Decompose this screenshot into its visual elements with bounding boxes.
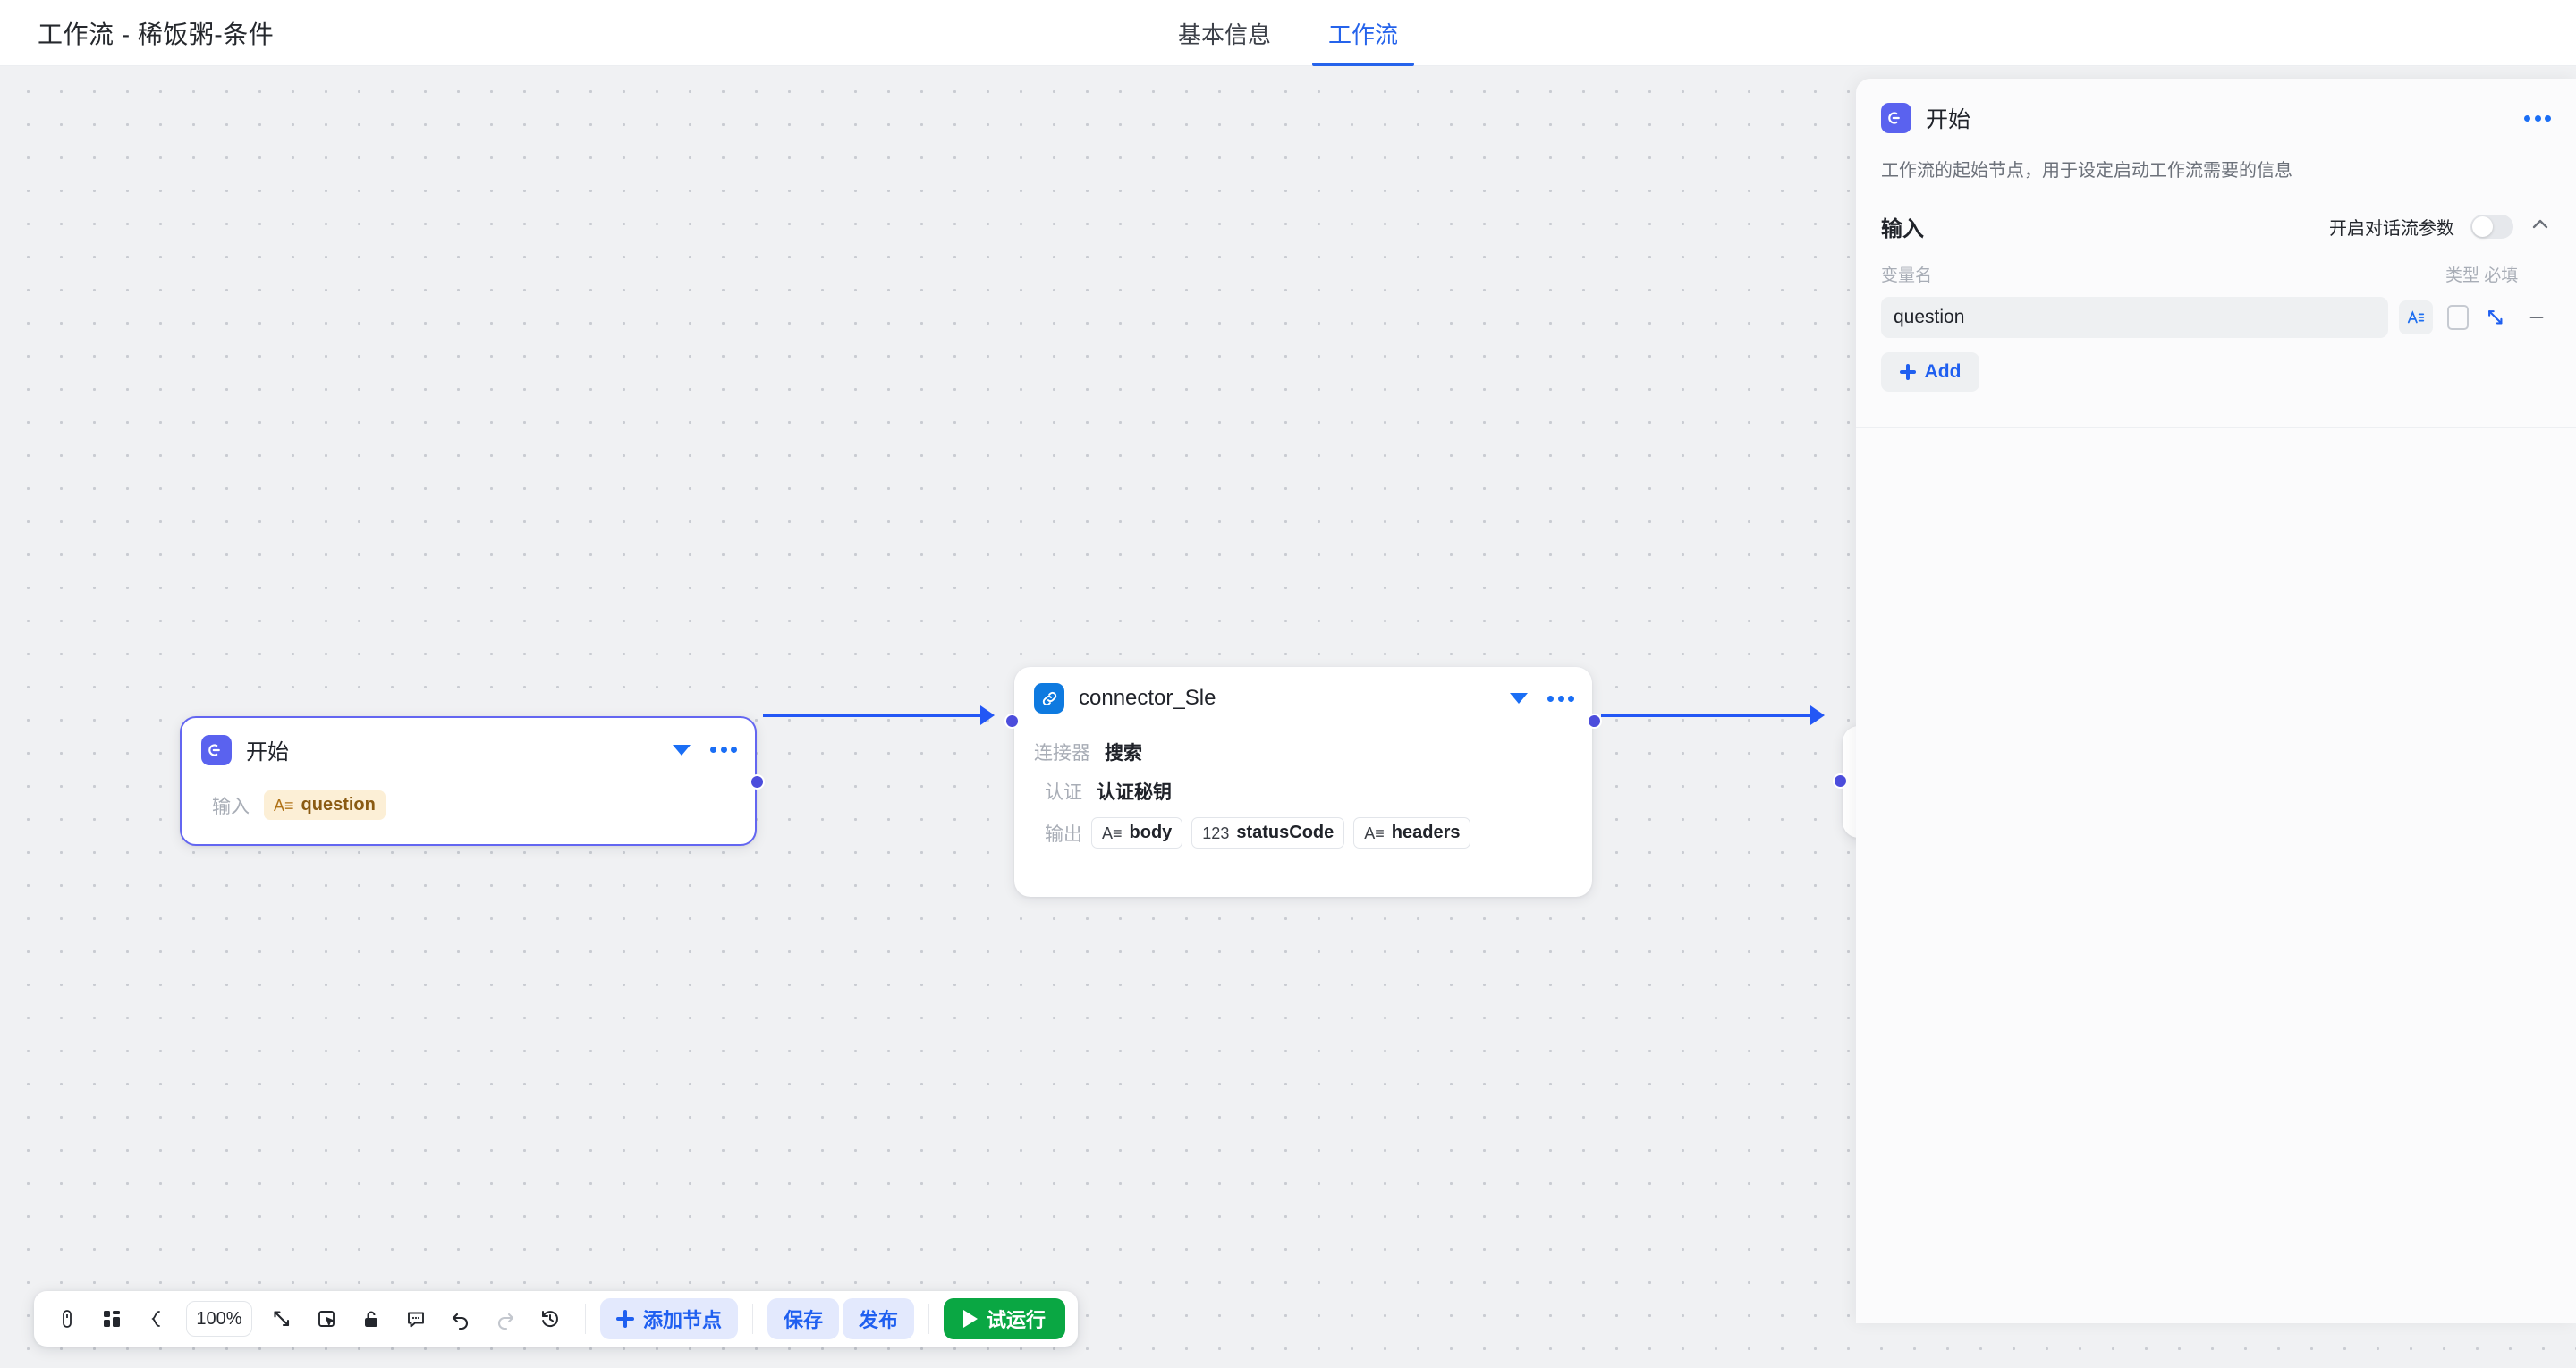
node-start-input-label: 输入: [212, 796, 250, 817]
node-start-title: 开始: [246, 740, 289, 764]
edge-connector-to-next[interactable]: [1601, 714, 1816, 717]
node-connector-input-port[interactable]: [1004, 714, 1020, 729]
output-tag-label: headers: [1391, 823, 1461, 842]
panel-divider: [1856, 427, 2576, 428]
node-connector-actions: [1510, 693, 1574, 704]
edge-arrow-2: [1810, 705, 1825, 725]
redo-icon[interactable]: [485, 1298, 526, 1339]
ellipsis-icon[interactable]: [2524, 114, 2551, 122]
add-variable-label: Add: [1924, 361, 1962, 382]
canvas-toolbar: 100%: [34, 1291, 1079, 1347]
ellipsis-icon[interactable]: [1547, 695, 1574, 702]
node-connector-title: connector_Sle: [1079, 686, 1216, 710]
test-run-label: 试运行: [987, 1309, 1046, 1331]
panel-description: 工作流的起始节点，用于设定启动工作流需要的信息: [1881, 161, 2292, 181]
chevron-down-icon[interactable]: [673, 744, 691, 756]
header-tabs: 基本信息 工作流: [1174, 0, 1415, 66]
number-type-icon: 123: [1202, 823, 1230, 842]
node-connector-row-connector: 连接器 搜索: [1034, 739, 1572, 765]
publish-button[interactable]: 发布: [843, 1298, 915, 1339]
node-detail-panel: 开始 工作流的起始节点，用于设定启动工作流需要的信息 输入 开启对话流参数: [1856, 79, 2576, 1323]
output-tag-label: statusCode: [1236, 823, 1335, 842]
required-checkbox[interactable]: [2447, 305, 2469, 330]
frame-select-icon[interactable]: [306, 1298, 347, 1339]
variable-tag-label: question: [301, 795, 376, 815]
unlock-icon[interactable]: [351, 1298, 392, 1339]
edge-arrow-1: [980, 705, 995, 725]
string-type-icon: A≡: [1364, 823, 1385, 842]
output-tag-body[interactable]: A≡ body: [1091, 817, 1183, 849]
col-type-required: 类型 必填: [2445, 266, 2519, 285]
tab-basic-info[interactable]: 基本信息: [1177, 21, 1271, 48]
string-type-icon: A≡: [274, 796, 294, 815]
table-header: 变量名 类型 必填: [1881, 262, 2551, 286]
output-tag-label: body: [1129, 823, 1173, 842]
add-node-label: 添加节点: [643, 1309, 723, 1331]
node-connector[interactable]: connector_Sle 连接器 搜索 认证 认证秘钥 输出: [1004, 667, 1602, 897]
node-connector-body: 连接器 搜索 认证 认证秘钥 输出 A≡ body 123 statusCode: [1014, 717, 1592, 866]
string-type-icon[interactable]: [2399, 300, 2433, 334]
col-variable-name: 变量名: [1881, 266, 1933, 285]
undo-icon[interactable]: [440, 1298, 481, 1339]
remove-row-icon[interactable]: [2522, 303, 2551, 332]
node-start-input-row: 输入 A≡ question: [201, 790, 735, 820]
chevron-up-icon[interactable]: [2529, 214, 2551, 240]
zoom-level[interactable]: 100%: [186, 1301, 252, 1337]
variable-tag-question[interactable]: A≡ question: [264, 790, 386, 820]
string-type-icon: A≡: [1102, 823, 1123, 842]
panel-input-section-header: 输入 开启对话流参数: [1856, 184, 2576, 242]
plus-icon: [616, 1310, 634, 1328]
expand-icon[interactable]: [2481, 303, 2510, 332]
output-tag-statuscode[interactable]: 123 statusCode: [1191, 817, 1345, 849]
add-variable-button[interactable]: Add: [1881, 352, 1979, 392]
app-header: 工作流 - 稀饭粥-条件 基本信息 工作流: [0, 0, 2576, 66]
play-icon: [963, 1310, 979, 1328]
node-start-actions: [673, 744, 737, 756]
auth-value: 认证秘钥: [1097, 782, 1172, 803]
conversation-params-label: 开启对话流参数: [2329, 219, 2454, 239]
start-icon: [201, 734, 232, 765]
toolbar-divider: [585, 1304, 586, 1334]
connector-label: 连接器: [1034, 743, 1090, 764]
comment-icon[interactable]: [395, 1298, 436, 1339]
test-run-button[interactable]: 试运行: [944, 1298, 1066, 1339]
start-icon: [1881, 103, 1911, 133]
add-node-button[interactable]: 添加节点: [600, 1298, 739, 1339]
input-variables-table: 变量名 类型 必填: [1856, 242, 2576, 392]
conversation-params-toggle[interactable]: [2470, 215, 2513, 239]
plus-icon: [1899, 364, 1916, 380]
toolbar-divider: [752, 1304, 754, 1334]
toolbar-divider: [928, 1304, 930, 1334]
cursor-mouse-icon[interactable]: [47, 1298, 88, 1339]
node-connector-row-auth: 认证 认证秘钥: [1034, 778, 1572, 805]
ellipsis-icon[interactable]: [710, 747, 737, 753]
chevron-down-icon[interactable]: [1510, 693, 1528, 704]
edge-start-to-connector[interactable]: [763, 714, 987, 717]
node-connector-output-port[interactable]: [1587, 714, 1602, 729]
variable-name-input[interactable]: [1881, 297, 2388, 338]
tab-workflow[interactable]: 工作流: [1311, 0, 1415, 66]
auth-label: 认证: [1045, 782, 1082, 803]
collapse-bracket-icon[interactable]: [136, 1298, 177, 1339]
panel-header: 开始: [1856, 79, 2576, 134]
link-icon: [1034, 683, 1064, 714]
layout-grid-icon[interactable]: [91, 1298, 132, 1339]
node-next-input-port[interactable]: [1833, 773, 1848, 789]
node-connector-row-output: 输出 A≡ body 123 statusCode A≡ headers: [1034, 817, 1572, 849]
output-label: 输出: [1045, 823, 1082, 845]
node-connector-header: connector_Sle: [1014, 667, 1592, 717]
node-start-header: 开始: [182, 718, 755, 769]
node-start-body: 输入 A≡ question: [182, 769, 755, 838]
connector-value: 搜索: [1105, 743, 1142, 764]
table-row: [1881, 297, 2551, 338]
output-tag-headers[interactable]: A≡ headers: [1353, 817, 1471, 849]
page-title: 工作流 - 稀饭粥-条件: [38, 20, 275, 48]
node-start-output-port[interactable]: [750, 774, 765, 790]
save-button[interactable]: 保存: [767, 1298, 840, 1339]
history-icon[interactable]: [530, 1298, 571, 1339]
node-start[interactable]: 开始 输入 A≡ question: [180, 716, 765, 846]
input-section-title: 输入: [1881, 217, 1924, 241]
panel-title: 开始: [1926, 107, 1971, 132]
fit-view-icon[interactable]: [261, 1298, 302, 1339]
